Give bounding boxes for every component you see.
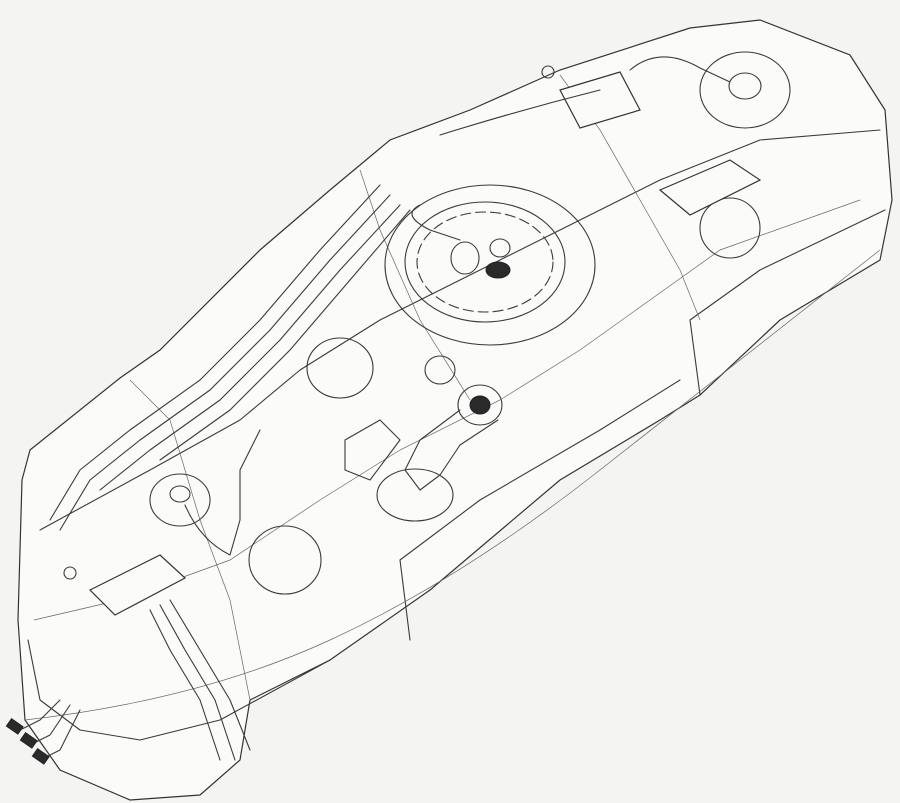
mounting-pads — [63, 51, 791, 595]
filler-neck — [344, 355, 503, 491]
fuel-lines — [19, 56, 731, 761]
protective-pads — [88, 71, 762, 616]
tank-body — [17, 19, 893, 801]
fuel-pump-module — [384, 184, 596, 346]
line-connectors — [5, 718, 50, 765]
